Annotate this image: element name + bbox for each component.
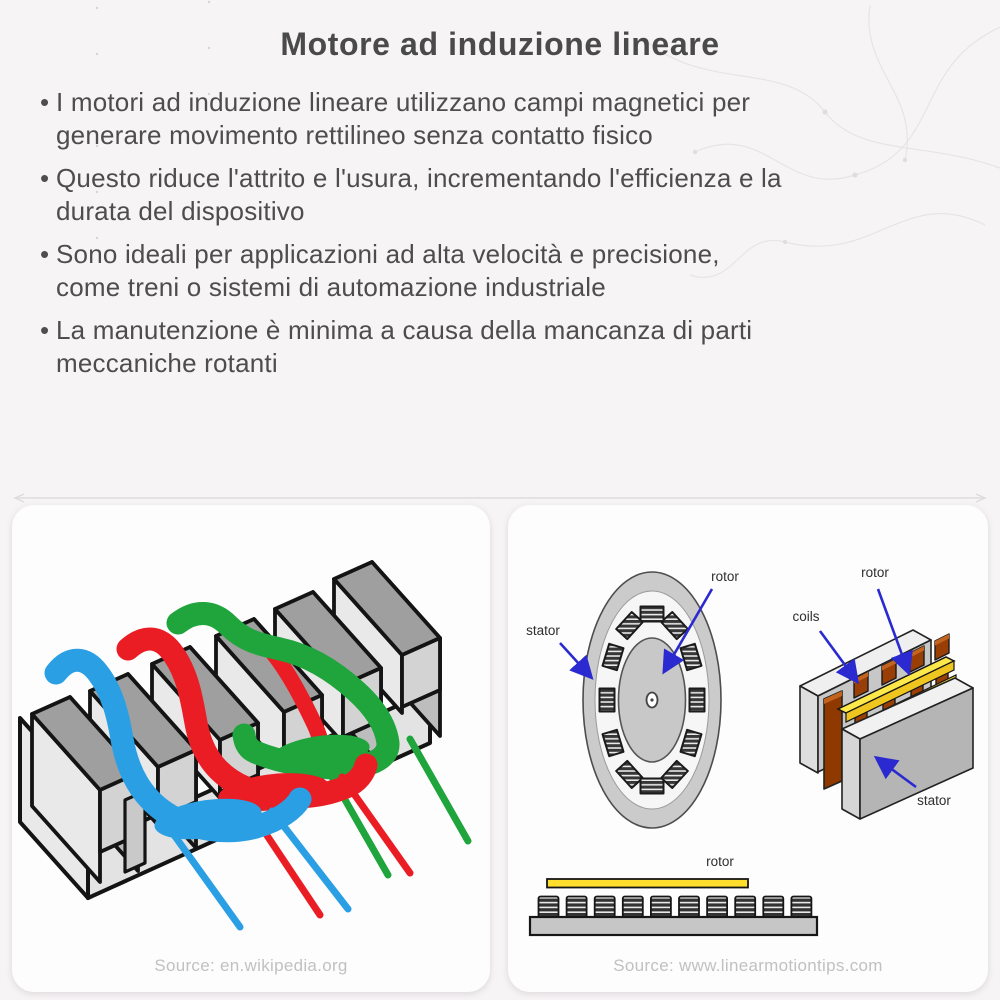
flat-stator-tooth: [621, 895, 644, 919]
flat-linear-motor-side-view: rotor: [528, 854, 819, 937]
rotary-coil-slot: [660, 759, 689, 789]
winding-band: [166, 602, 400, 780]
winding-lead: [338, 773, 414, 877]
winding-phase-green: [166, 602, 472, 879]
winding-band: [44, 648, 312, 843]
flat-stator-tooth: [762, 895, 785, 919]
source-caption: Source: en.wikipedia.org: [154, 956, 348, 975]
linear-rotor-arrow: [876, 588, 913, 676]
rotary-rotor-label: rotor: [711, 569, 739, 584]
rotary-coil-slot: [598, 687, 616, 713]
linear-rotor-label: rotor: [861, 565, 889, 580]
wikipedia-diagram-card: Source: en.wikipedia.org: [12, 505, 490, 992]
flat-stator-coils: [537, 895, 813, 919]
bullet-item: I motori ad induzione lineare utilizzano…: [40, 86, 970, 152]
source-caption: Source: www.linearmotiontips.com: [613, 956, 883, 975]
winding-lead: [160, 817, 244, 931]
bullet-line: generare movimento rettilineo senza cont…: [56, 120, 653, 150]
coil-upper-cap: [910, 646, 924, 658]
linear-stator-winding-illustration: [18, 560, 472, 931]
bullet-item: Questo riduce l'attrito e l'usura, incre…: [40, 162, 970, 228]
winding-bundle: [270, 734, 370, 772]
coil-upper-cap: [935, 634, 949, 646]
bullet-item: La manutenzione è minima a causa della m…: [40, 314, 970, 380]
rotary-motor-cross-section: stator rotor: [526, 569, 739, 829]
figure-row: Source: en.wikipedia.org: [0, 505, 1000, 992]
bullet-line: durata del dispositivo: [56, 196, 305, 226]
flat-stator-tooth: [706, 895, 729, 919]
page-title: Motore ad induzione lineare: [280, 26, 720, 62]
winding-lead: [268, 807, 352, 913]
motor-comparison-illustration: stator rotor: [526, 565, 974, 937]
end-winding-plate-top: [824, 691, 842, 704]
flat-rotor-bar: [546, 878, 749, 889]
flat-rotor-label: rotor: [706, 854, 734, 869]
rotary-shaft-center: [650, 698, 654, 702]
tooth-tip-face: [400, 636, 442, 709]
flat-stator-tooth: [593, 895, 616, 919]
rotary-coil-slot: [615, 759, 644, 789]
rotary-stator-arrow: [559, 642, 594, 680]
bullet-line: La manutenzione è minima a causa della m…: [56, 315, 753, 345]
linear-stator-arrow: [873, 755, 917, 789]
flat-stator-tooth: [678, 895, 700, 919]
flat-stator-tooth: [649, 895, 672, 919]
winding-lead: [406, 735, 472, 845]
bullet-line: I motori ad induzione lineare utilizzano…: [56, 87, 751, 117]
end-winding-plate: [823, 690, 843, 790]
bullet-line: come treni o sistemi di automazione indu…: [56, 272, 606, 302]
rotor-bar-front: [845, 660, 955, 723]
flat-stator-base: [528, 915, 819, 937]
winding-bundle: [154, 798, 262, 840]
rotary-coil-slots: [598, 605, 706, 795]
bullet-list: I motori ad induzione lineare utilizzano…: [40, 86, 970, 390]
bullet-line: Sono ideali per applicazioni ad alta vel…: [56, 239, 720, 269]
rotary-coil-slot: [679, 642, 703, 672]
front-stator-face: [859, 687, 974, 820]
flat-stator-tooth: [790, 895, 813, 919]
coils-label: coils: [792, 609, 819, 624]
rotary-coil-slot: [660, 611, 689, 641]
flat-stator-tooth: [734, 895, 757, 919]
coils-arrow: [818, 630, 860, 685]
bullet-line: Questo riduce l'attrito e l'usura, incre…: [56, 163, 782, 193]
flat-stator-tooth: [537, 895, 560, 919]
winding-phase-blue: [44, 648, 352, 931]
rotary-coil-slot: [688, 687, 706, 713]
section-divider: [13, 493, 987, 503]
rotary-rotor-arrow: [662, 588, 714, 675]
rotary-coil-slot: [601, 642, 625, 672]
bullet-item: Sono ideali per applicazioni ad alta vel…: [40, 238, 970, 304]
rotary-coil-slot: [639, 777, 665, 795]
rotary-coil-slot: [601, 728, 625, 758]
rotary-coil-slot: [615, 611, 644, 641]
back-stator-end: [799, 685, 819, 774]
flat-stator-tooth: [565, 895, 588, 919]
rotary-coil-slot: [679, 728, 703, 758]
linear-motor-3d-view: rotor coils stator: [792, 565, 974, 820]
rotary-coil-slot: [639, 605, 665, 623]
rotary-stator-label: stator: [526, 623, 560, 638]
bullet-line: meccaniche rotanti: [56, 348, 278, 378]
linear-stator-label: stator: [917, 793, 951, 808]
front-stator-end: [841, 728, 861, 820]
linearmotiontips-diagram-card: stator rotor: [508, 505, 988, 992]
